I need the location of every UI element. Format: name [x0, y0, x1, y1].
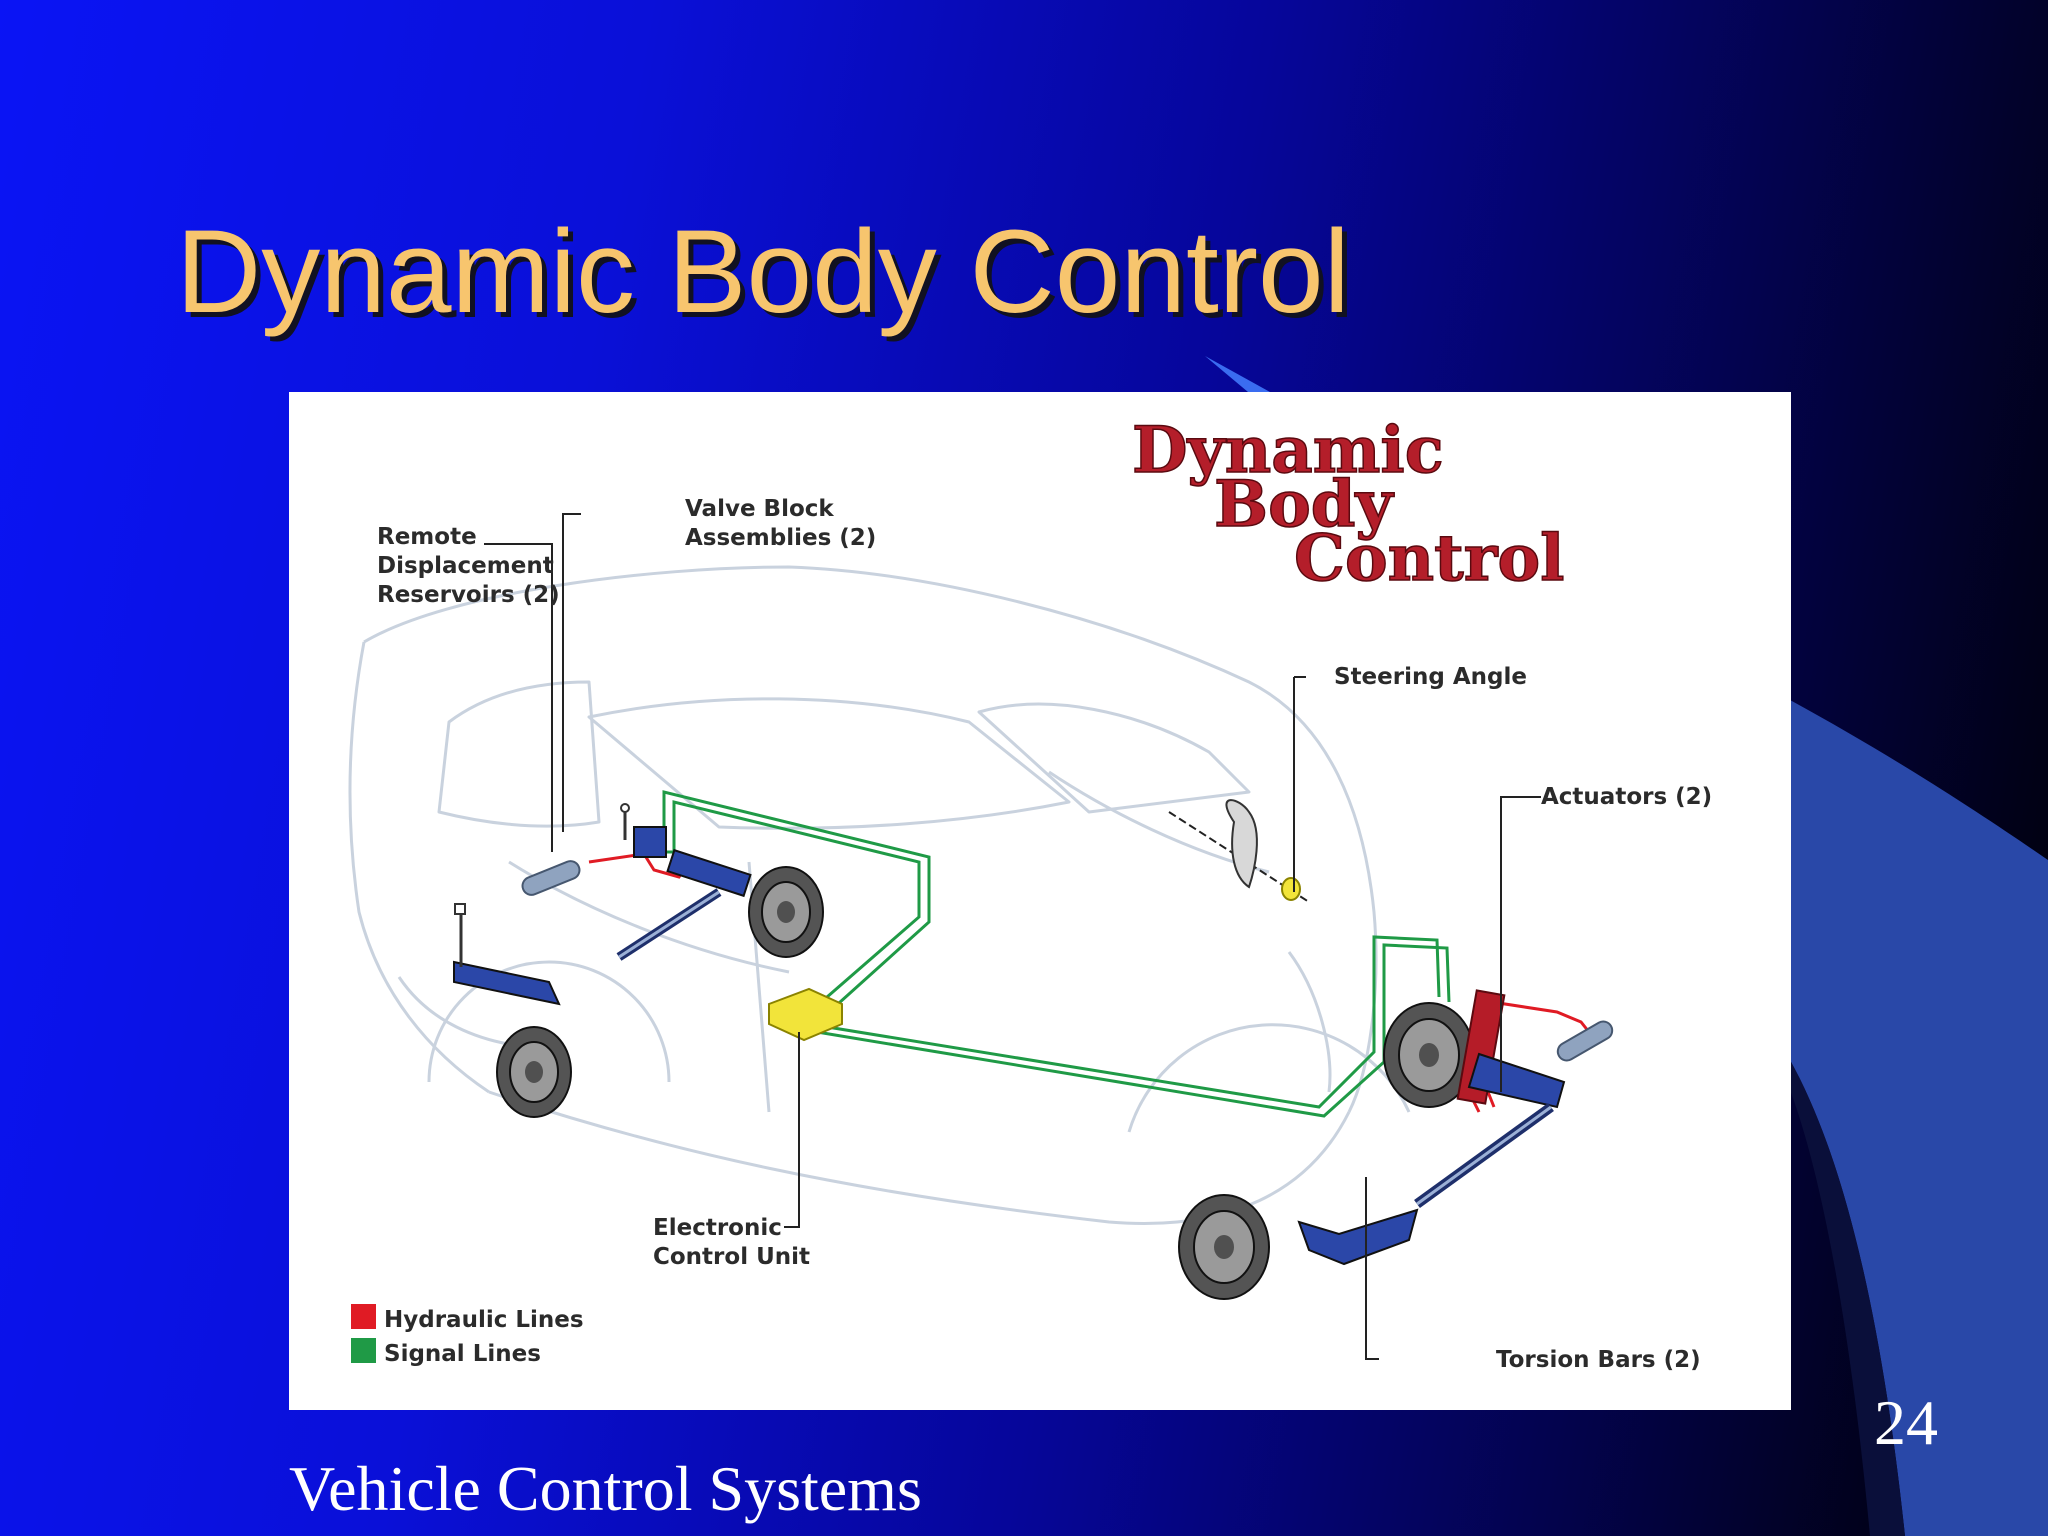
slide-title: Dynamic Body Control [176, 206, 1350, 338]
legend: Hydraulic Lines Signal Lines [351, 1304, 584, 1367]
legend-label-signal: Signal Lines [384, 1341, 541, 1367]
logo-line-3: Control [1294, 521, 1564, 596]
callout-reservoirs: Remote Displacement Reservoirs (2) [377, 524, 560, 608]
logo-line-1: Dynamic [1132, 413, 1444, 488]
callout-steering: Steering Angle [1334, 664, 1527, 690]
callout-reservoirs-line-2: Displacement [377, 553, 554, 579]
steering-assembly [1168, 799, 1310, 903]
callout-torsion-line-1: Torsion Bars (2) [1496, 1347, 1701, 1373]
legend-swatch-hydraulic [351, 1304, 376, 1329]
page-number: 24 [1874, 1387, 1938, 1458]
callout-reservoirs-line-1: Remote [377, 524, 477, 550]
callout-ecu: Electronic Control Unit [653, 1215, 810, 1270]
callout-steering-line-1: Steering Angle [1334, 664, 1527, 690]
rear-right-components [1178, 989, 1614, 1300]
dbc-diagram: Dynamic Body Control Remote Displacement… [289, 392, 1791, 1410]
front-left-components [453, 803, 824, 1118]
callout-valve-block-line-1: Valve Block [685, 496, 834, 522]
car-outline [348, 565, 1411, 1225]
callout-reservoirs-line-3: Reservoirs (2) [377, 582, 560, 608]
callout-ecu-line-2: Control Unit [653, 1244, 810, 1270]
slide-footer: Vehicle Control Systems [289, 1453, 922, 1524]
legend-swatch-signal [351, 1338, 376, 1363]
electronic-control-unit [768, 987, 843, 1042]
legend-label-hydraulic: Hydraulic Lines [384, 1307, 584, 1333]
diagram-canvas: Dynamic Body Control Remote Displacement… [348, 412, 1712, 1373]
callout-valve-block-line-2: Assemblies (2) [685, 525, 876, 551]
callout-actuators-line-1: Actuators (2) [1541, 784, 1712, 810]
callout-ecu-line-1: Electronic [653, 1215, 782, 1241]
callout-leaders [484, 513, 1541, 1360]
callout-torsion: Torsion Bars (2) [1496, 1347, 1701, 1373]
logo-line-2: Body [1214, 467, 1395, 542]
callout-actuators: Actuators (2) [1541, 784, 1712, 810]
callout-valve-block: Valve Block Assemblies (2) [685, 496, 876, 551]
dbc-logo: Dynamic Body Control [1131, 412, 1565, 597]
